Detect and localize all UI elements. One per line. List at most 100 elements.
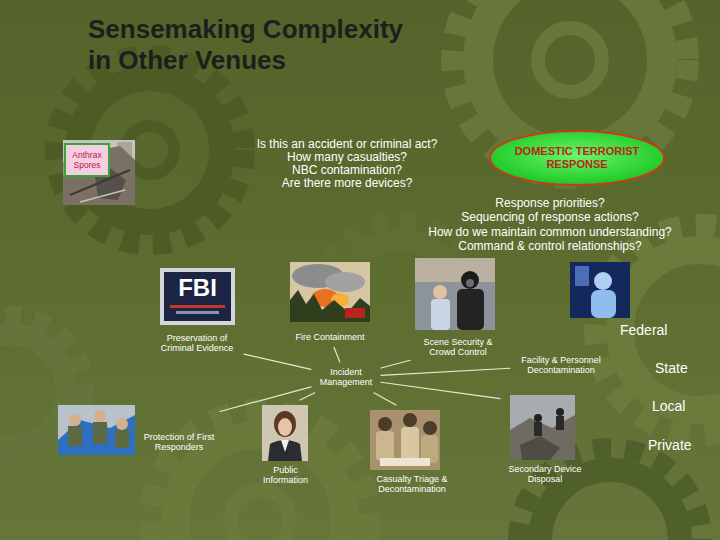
fbi-logo-part [170, 305, 225, 308]
gear-part [230, 490, 290, 540]
gear [595, 225, 720, 435]
triage-photo-part [401, 427, 419, 461]
rubble-search-photo [510, 395, 575, 460]
rubble-search-photo-part [510, 395, 575, 460]
question-text: Command & control relationships? [400, 239, 700, 253]
responders-photo-part [68, 426, 82, 446]
fire-photo-part [290, 290, 370, 322]
question-text: Response priorities? [400, 196, 700, 210]
question-text-frame: How many casualties? [217, 151, 477, 164]
triage-photo-part [380, 458, 430, 466]
connector-line [244, 354, 311, 369]
question-text-frame: Sequencing of response actions? [400, 210, 700, 224]
connector-line [381, 368, 510, 375]
function-caption: Fire Containment [290, 332, 370, 342]
rubble-search-photo-part [534, 414, 542, 422]
question-text-frame: NBC contamination? [217, 164, 477, 177]
triage-photo-part [376, 431, 394, 461]
function-node: Secondary Device Disposal [502, 392, 588, 488]
gear [518, 448, 702, 540]
security-photo-part [415, 258, 495, 330]
callout-box: Anthrax Spores [64, 143, 110, 177]
responders-photo-part [116, 418, 128, 430]
security-photo-part [457, 289, 484, 330]
level-label: Private [648, 437, 712, 454]
responders-photo-part [93, 422, 107, 444]
connector-line [381, 360, 410, 368]
level-label-frame: State [655, 360, 715, 377]
spokesperson-photo-part [268, 440, 302, 461]
ellipse-outline [490, 131, 664, 185]
security-photo-part [461, 271, 479, 289]
connector-line [334, 347, 340, 362]
function-node: Facility & Personnel Decontamination [512, 259, 633, 379]
rubble-search-photo-part [534, 422, 542, 436]
fire-photo-part [345, 308, 365, 318]
level-label-frame: Private [648, 437, 712, 454]
gear-part [538, 28, 602, 92]
gear-part [478, 0, 662, 152]
fbi-logo-part [160, 268, 235, 325]
spokesperson-photo [262, 405, 308, 461]
rubble-photo-part [63, 140, 135, 205]
decon-photo-part [570, 262, 630, 318]
connector-line [381, 382, 500, 398]
responders-photo-part [94, 410, 106, 422]
level-label: State [655, 360, 715, 377]
function-node: Casualty Triage & Decontamination [367, 407, 455, 498]
function-node: Preservation of Criminal Evidence [152, 265, 242, 357]
level-label-frame: Federal [620, 322, 690, 339]
security-photo-part [466, 279, 474, 287]
gear [0, 315, 85, 465]
spokesperson-photo-part [274, 411, 296, 437]
callout-text: Anthrax Spores [68, 150, 106, 170]
triage-photo-part [378, 417, 392, 431]
triage-photo-part [403, 413, 417, 427]
triage-photo-part [423, 421, 437, 435]
function-node: Fire Containment [287, 259, 373, 345]
question-text: Sequencing of response actions? [400, 210, 700, 224]
question-text: Is this an accident or criminal act? [217, 138, 477, 151]
responders-photo-part [115, 430, 129, 448]
function-caption: Casualty Triage & Decontamination [372, 474, 452, 495]
question-text: Are there more devices? [217, 177, 477, 190]
level-label: Federal [620, 322, 690, 339]
responders-photo-part [69, 414, 81, 426]
gear [150, 410, 370, 540]
decon-photo-part [594, 272, 612, 290]
level-label-frame: Local [652, 398, 712, 415]
fire-photo-part [325, 272, 365, 292]
gear [55, 55, 245, 245]
security-photo-part [431, 299, 450, 330]
security-photo-part [415, 258, 495, 282]
security-photo [415, 258, 495, 330]
function-node: Public Information [255, 402, 316, 489]
fbi-logo [160, 268, 235, 325]
gear-part [55, 55, 245, 245]
rubble-photo-part [80, 190, 125, 202]
hub-text: Incident Management [316, 367, 376, 388]
logo-text: FBI [164, 274, 231, 302]
response-ellipse: DOMESTIC TERRORIST RESPONSE [488, 129, 666, 187]
fire-photo-part [290, 262, 370, 322]
level-label: Local [652, 398, 712, 415]
spokesperson-photo-part [281, 440, 289, 452]
rubble-search-photo-part [556, 408, 564, 416]
question-text: How do we maintain common understanding? [400, 225, 700, 239]
connector-line [300, 393, 315, 400]
fbi-logo-part [176, 311, 219, 314]
triage-photo [370, 410, 440, 470]
title-frame: Sensemaking Complexity in Other Venues [88, 14, 418, 76]
question-text-frame: How do we maintain common understanding? [400, 225, 700, 239]
question-text-frame: Response priorities? [400, 196, 700, 210]
ellipse-text: DOMESTIC TERRORIST RESPONSE [511, 145, 643, 171]
gear-part [150, 410, 370, 540]
hub-node: Incident Management [313, 364, 379, 391]
function-caption: Protection of First Responders [143, 432, 215, 453]
gear-part [0, 334, 66, 446]
rubble-search-photo-part [556, 416, 564, 430]
fbi-logo-part [164, 272, 231, 321]
